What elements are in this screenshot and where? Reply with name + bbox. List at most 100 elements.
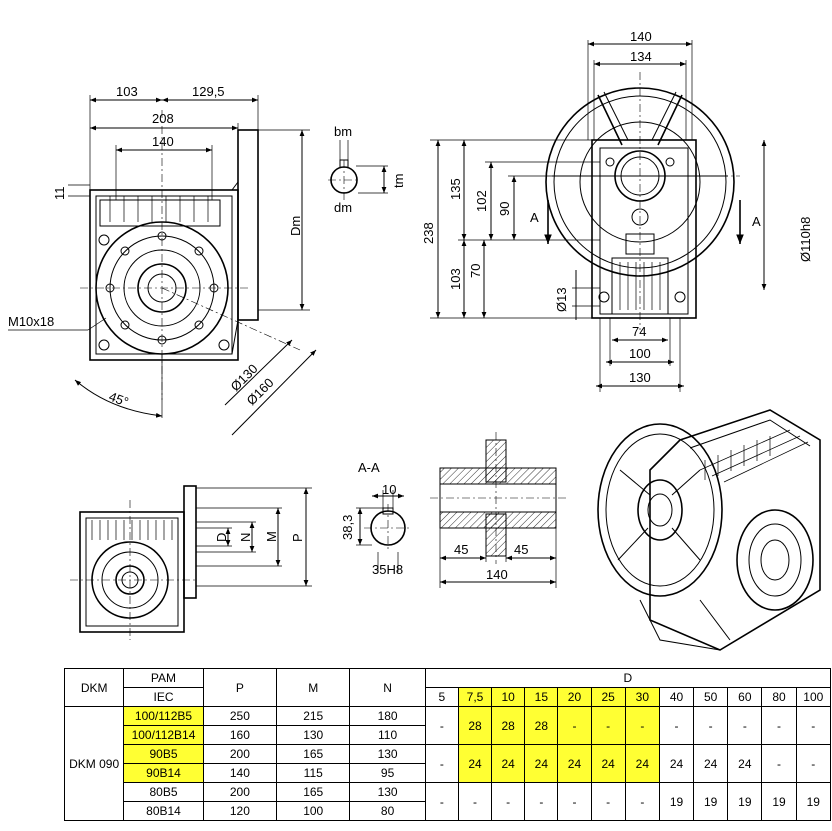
table-row: 90B14 140 115 95 bbox=[65, 763, 831, 783]
specification-table: DKM PAM P M N D IEC 5 7,5 10 15 20 25 30… bbox=[63, 668, 832, 821]
ratio-cell: 40 bbox=[658, 687, 695, 707]
n-cell: 95 bbox=[349, 763, 426, 783]
ratio-cell: 15 bbox=[524, 687, 559, 707]
d-cell: - bbox=[693, 706, 729, 745]
dim-n-flange: N bbox=[238, 533, 253, 542]
header-pam: PAM bbox=[123, 668, 204, 688]
section-aa: A-A 10 38,3 35H8 bbox=[340, 460, 412, 577]
table-row: 80B14 120 100 80 bbox=[65, 801, 831, 821]
d-cell: - bbox=[624, 782, 660, 821]
d-cell: 24 bbox=[624, 744, 660, 783]
d-cell: - bbox=[590, 782, 626, 821]
model-cell: DKM 090 bbox=[63, 706, 125, 821]
header-m: M bbox=[276, 668, 351, 707]
dim-45-deg: 45° bbox=[107, 389, 131, 410]
front-view: 103 129,5 208 140 11 Dm M10x18 45° Ø130 … bbox=[8, 84, 317, 436]
p-cell: 160 bbox=[202, 725, 278, 745]
iec-cell: 80B14 bbox=[123, 801, 204, 821]
header-dkm: DKM bbox=[63, 668, 125, 707]
iec-cell: 90B5 bbox=[123, 744, 204, 764]
dim-103-side: 103 bbox=[448, 268, 463, 290]
d-cell: - bbox=[590, 706, 626, 745]
m-cell: 165 bbox=[276, 744, 351, 764]
table-row: 80B5 200 165 130 - - - - - - - 19 19 19 … bbox=[65, 782, 832, 821]
dim-140-shaft: 140 bbox=[486, 567, 508, 582]
ratio-cell: 25 bbox=[590, 687, 626, 707]
dim-d13: Ø13 bbox=[554, 287, 569, 312]
dim-d-flange: D bbox=[214, 533, 229, 542]
d-cell: 28 bbox=[524, 706, 559, 745]
d-cell: 24 bbox=[590, 744, 626, 783]
shaft-key-detail: bm tm dm bbox=[328, 124, 406, 215]
dim-135: 135 bbox=[448, 178, 463, 200]
dim-129-5: 129,5 bbox=[192, 84, 225, 99]
header-iec: IEC bbox=[123, 687, 204, 707]
d-cell: - bbox=[424, 706, 459, 745]
n-cell: 80 bbox=[349, 801, 426, 821]
dim-45-right: 45 bbox=[514, 542, 528, 557]
p-cell: 140 bbox=[202, 763, 278, 783]
table-header-row-1: DKM PAM P M N D bbox=[63, 668, 832, 707]
d-cell: - bbox=[727, 706, 763, 745]
table-row: 90B5 200 165 130 - 24 24 24 24 24 24 24 … bbox=[65, 744, 832, 783]
dim-tm: tm bbox=[391, 174, 406, 188]
p-cell: 200 bbox=[202, 744, 278, 764]
m-cell: 115 bbox=[276, 763, 351, 783]
dim-102: 102 bbox=[474, 190, 489, 212]
ratio-cell: 30 bbox=[624, 687, 660, 707]
iec-cell: 100/112B14 bbox=[123, 725, 204, 745]
flange-view: D N M P bbox=[70, 485, 312, 640]
m-cell: 100 bbox=[276, 801, 351, 821]
dim-140: 140 bbox=[152, 134, 174, 149]
ratio-cell: 50 bbox=[693, 687, 729, 707]
n-cell: 130 bbox=[349, 782, 426, 802]
p-cell: 200 bbox=[202, 782, 278, 802]
d-cell: - bbox=[557, 782, 592, 821]
d-cell: - bbox=[557, 706, 592, 745]
dim-103: 103 bbox=[116, 84, 138, 99]
dim-208: 208 bbox=[152, 111, 174, 126]
d-cell: 19 bbox=[727, 782, 763, 821]
d-cell: 19 bbox=[658, 782, 695, 821]
ratio-cell: 5 bbox=[424, 687, 459, 707]
n-cell: 110 bbox=[349, 725, 426, 745]
dim-p-flange: P bbox=[290, 533, 305, 542]
dim-bm: bm bbox=[334, 124, 352, 139]
d-cell: 19 bbox=[761, 782, 797, 821]
d-cell: - bbox=[624, 706, 660, 745]
p-cell: 120 bbox=[202, 801, 278, 821]
ratio-cell: 7,5 bbox=[457, 687, 493, 707]
d-cell: 24 bbox=[658, 744, 695, 783]
dim-side-140: 140 bbox=[630, 29, 652, 44]
d-cell: - bbox=[761, 706, 797, 745]
d-cell: 28 bbox=[491, 706, 526, 745]
d-cell: 24 bbox=[491, 744, 526, 783]
d-cell: - bbox=[424, 782, 459, 821]
d-cell: 24 bbox=[524, 744, 559, 783]
m-cell: 130 bbox=[276, 725, 351, 745]
dim-m-flange: M bbox=[264, 531, 279, 542]
n-cell: 180 bbox=[349, 706, 426, 726]
d-cell: - bbox=[795, 744, 832, 783]
table-row: DKM 090 100/112B5 250 215 180 - 28 28 28… bbox=[63, 706, 832, 821]
dim-70: 70 bbox=[468, 264, 483, 278]
iec-cell: 100/112B5 bbox=[123, 706, 204, 726]
d-cell: - bbox=[524, 782, 559, 821]
table-row: 100/112B14 160 130 110 bbox=[65, 725, 831, 745]
d-cell: 19 bbox=[693, 782, 729, 821]
ratio-cell: 10 bbox=[491, 687, 526, 707]
d-cell: 24 bbox=[693, 744, 729, 783]
d-cell: - bbox=[795, 706, 832, 745]
technical-drawing: 103 129,5 208 140 11 Dm M10x18 45° Ø130 … bbox=[8, 29, 821, 651]
dim-11: 11 bbox=[52, 187, 67, 201]
dim-side-134: 134 bbox=[630, 49, 652, 64]
section-mark-a-right: A bbox=[752, 214, 761, 229]
table-header-row-2: IEC 5 7,5 10 15 20 25 30 40 50 60 80 100 bbox=[65, 687, 832, 707]
n-cell: 130 bbox=[349, 744, 426, 764]
d-cell: 19 bbox=[795, 782, 832, 821]
dim-d110h8: Ø110h8 bbox=[798, 217, 813, 262]
header-d: D bbox=[424, 668, 832, 688]
hollow-shaft-section: 45 45 140 bbox=[430, 432, 566, 588]
ratio-cell: 100 bbox=[795, 687, 832, 707]
d-cell: - bbox=[658, 706, 695, 745]
